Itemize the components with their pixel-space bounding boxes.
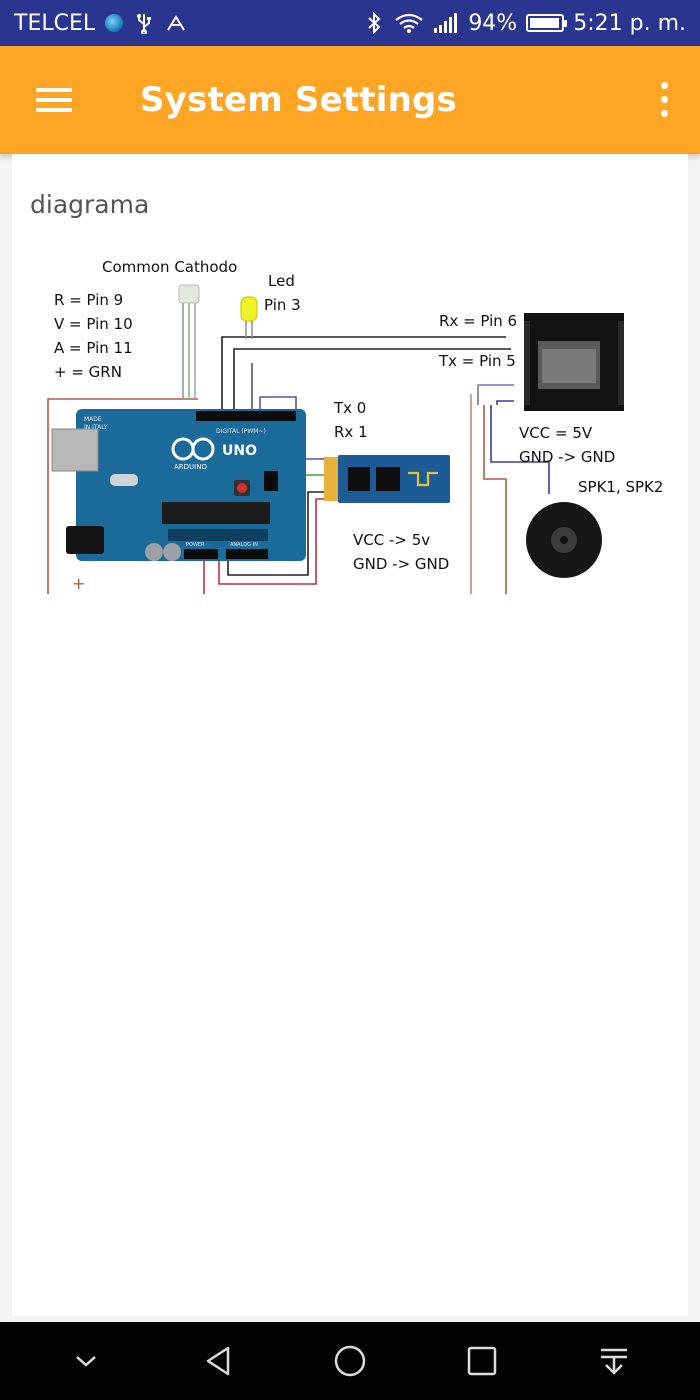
- notification-icon: [167, 15, 185, 31]
- bluetooth-icon: [368, 12, 381, 34]
- content-card: diagrama Common Cathodo R = Pi: [12, 154, 688, 1316]
- rgb-pin-a: A = Pin 11: [54, 339, 133, 357]
- mp3-gnd-label: GND -> GND: [519, 448, 615, 466]
- mp3-vcc-label: VCC = 5V: [519, 424, 593, 442]
- status-right: 94% 5:21 p. m.: [363, 11, 686, 36]
- bluetooth-rx-label: Rx 1: [334, 423, 368, 441]
- yellow-led: [240, 296, 258, 339]
- plus-mark: +: [72, 574, 85, 593]
- arduino-board: [51, 409, 306, 561]
- bluetooth-vcc-label: VCC -> 5v: [353, 531, 430, 549]
- more-vert-icon[interactable]: [652, 82, 676, 118]
- wifi-icon: [395, 13, 423, 33]
- carrier-label: TELCEL: [14, 10, 96, 36]
- board-power-text: POWER: [186, 542, 205, 548]
- led-pin: Pin 3: [264, 296, 301, 314]
- board-logo-text: UNO: [222, 443, 257, 459]
- mp3-rx-label: Rx = Pin 6: [439, 312, 517, 330]
- signal-icon: [434, 13, 458, 33]
- rgb-pin-gnd: + = GRN: [54, 363, 122, 381]
- bluetooth-tx-label: Tx 0: [333, 399, 366, 417]
- board-italy-text: IN ITALY: [84, 424, 108, 431]
- mp3-module: [524, 313, 624, 411]
- rgb-pin-v: V = Pin 10: [54, 315, 133, 333]
- home-icon[interactable]: [323, 1334, 377, 1388]
- rgb-led-title: Common Cathodo: [102, 258, 237, 276]
- app-bar: System Settings: [0, 46, 700, 154]
- bluetooth-gnd-label: GND -> GND: [353, 555, 449, 573]
- battery-icon: [526, 14, 568, 32]
- globe-icon: [105, 14, 124, 32]
- back-icon[interactable]: [191, 1334, 245, 1388]
- menu-icon[interactable]: [36, 88, 76, 112]
- status-left: TELCEL: [14, 11, 187, 36]
- board-digital-text: DIGITAL (PWM~): [216, 428, 266, 435]
- chevron-down-icon[interactable]: [59, 1334, 113, 1388]
- page-title: System Settings: [140, 80, 457, 120]
- nav-bar: [0, 1322, 700, 1400]
- bluetooth-module: [324, 455, 450, 503]
- rgb-pin-r: R = Pin 9: [54, 291, 123, 309]
- speaker: [526, 502, 602, 578]
- section-label: diagrama: [30, 190, 150, 219]
- rgb-led: [178, 284, 200, 304]
- recents-icon[interactable]: [455, 1334, 509, 1388]
- speaker-label: SPK1, SPK2: [578, 478, 663, 496]
- board-name-text: ARDUINO: [174, 463, 207, 471]
- mp3-tx-label: Tx = Pin 5: [438, 352, 516, 370]
- notification-pull-icon[interactable]: [587, 1334, 641, 1388]
- usb-icon: [137, 14, 152, 34]
- battery-percent: 94%: [468, 10, 518, 36]
- wiring-diagram: Common Cathodo R = Pin 9 V = Pin 10 A = …: [47, 258, 663, 594]
- board-made-text: MADE: [84, 416, 102, 423]
- board-analog-text: ANALOG IN: [230, 542, 258, 548]
- status-bar: TELCEL 94% 5:21 p. m.: [0, 0, 700, 46]
- led-label: Led: [268, 272, 295, 290]
- wires: [47, 301, 550, 594]
- clock: 5:21 p. m.: [573, 10, 686, 36]
